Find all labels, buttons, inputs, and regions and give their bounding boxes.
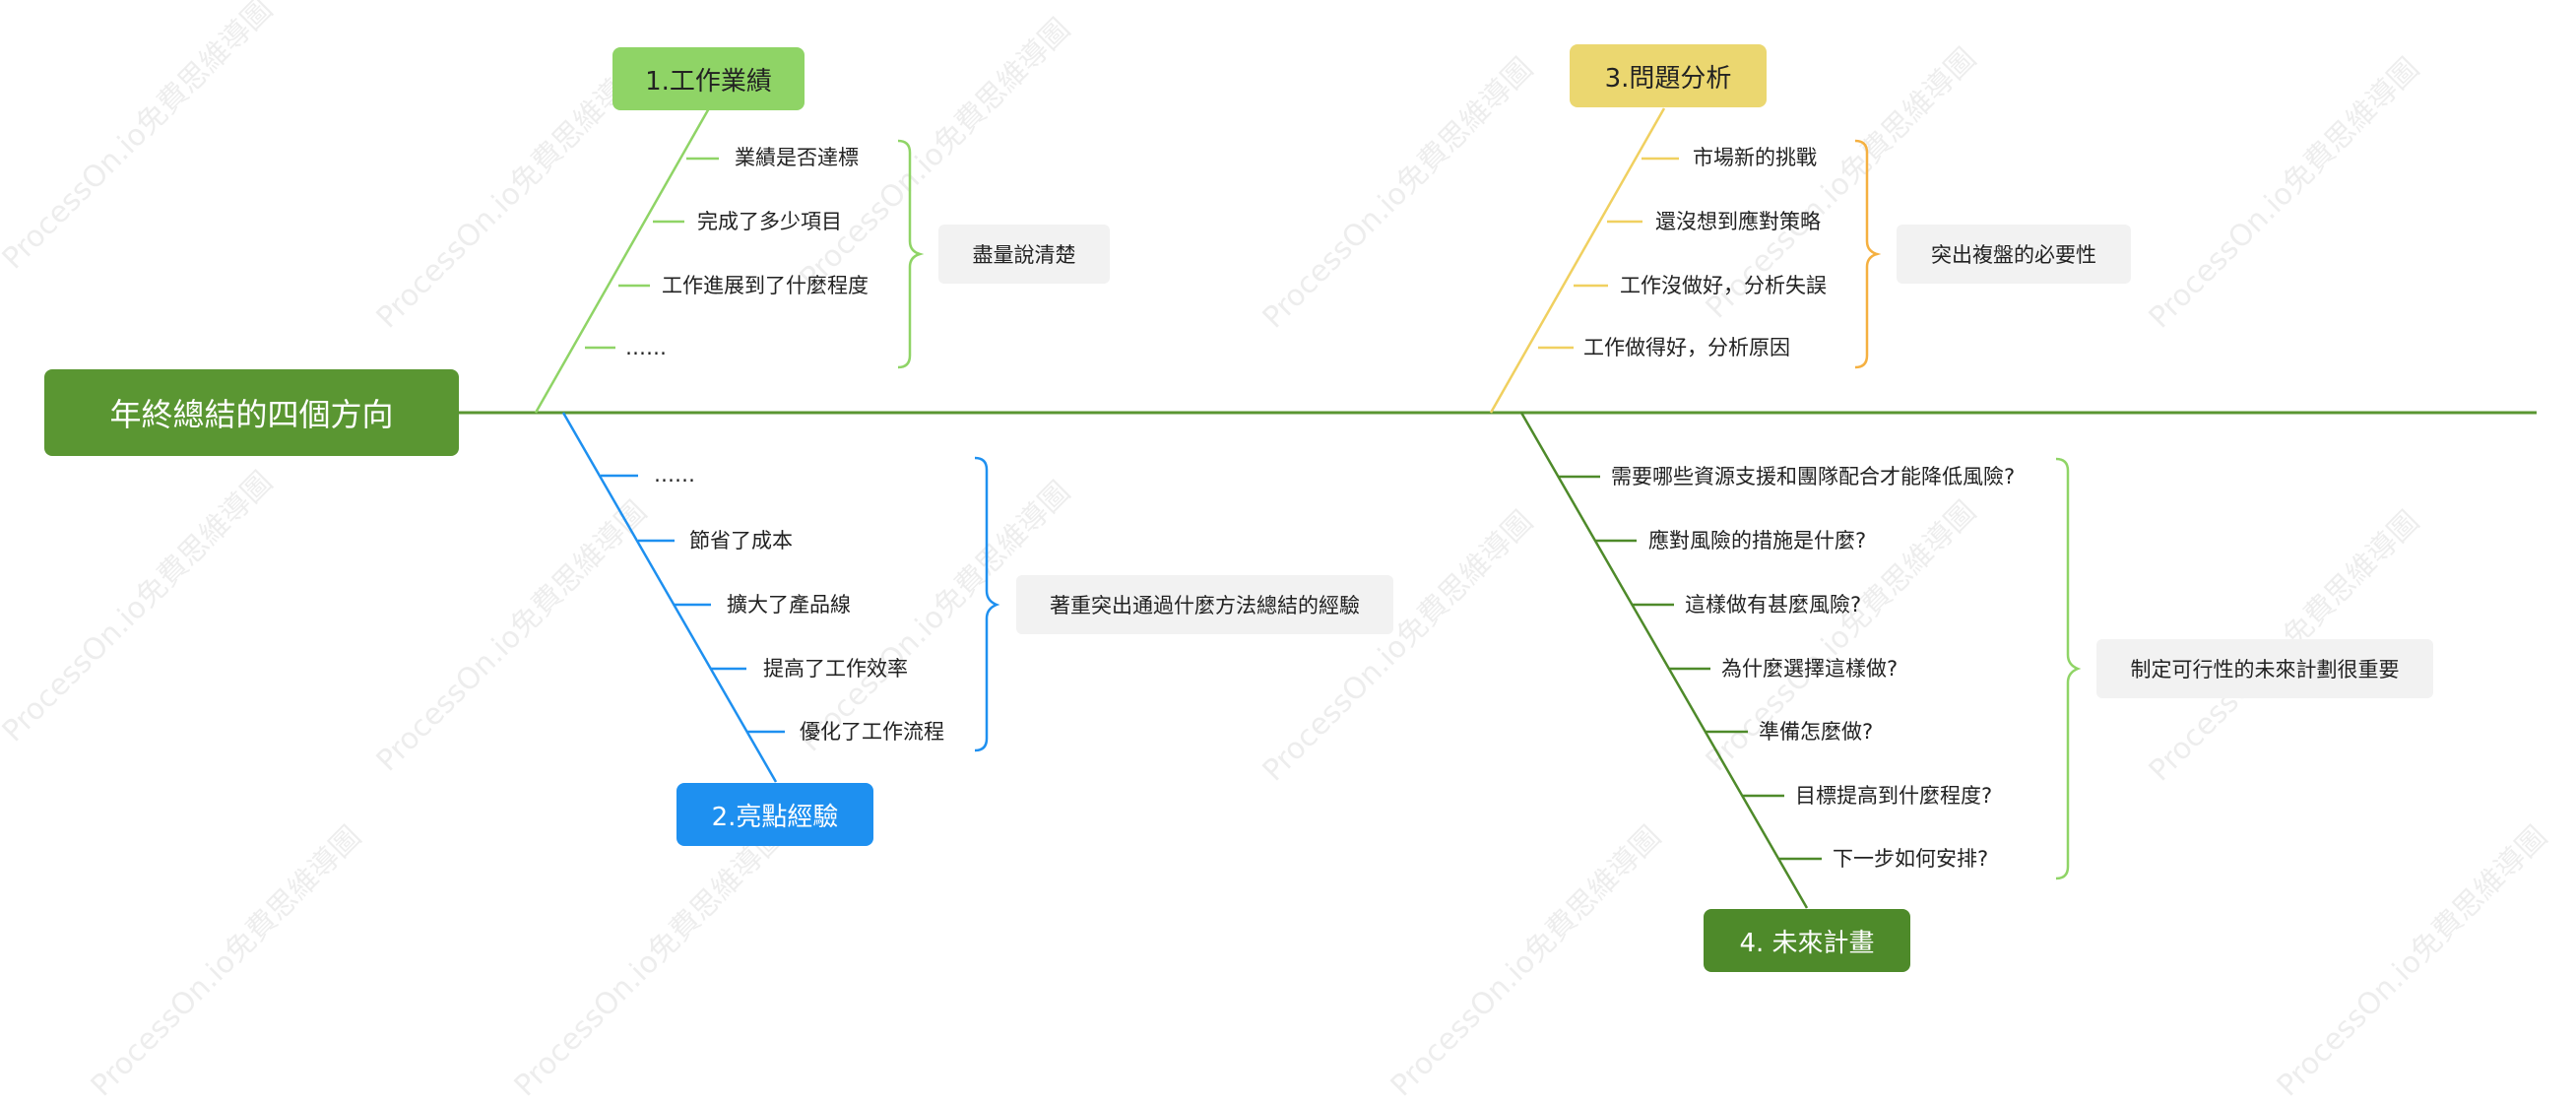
branch-2-item[interactable]: …… — [654, 463, 695, 487]
branch-4-item[interactable]: 應對風險的措施是什麼? — [1648, 529, 1867, 552]
branch-3-item[interactable]: 還沒想到應對策略 — [1655, 210, 1821, 233]
branch-2-lines — [561, 412, 1000, 783]
branch-4-item[interactable]: 下一步如何安排? — [1833, 847, 1989, 871]
branch-3-brace — [1854, 139, 1882, 369]
branch-4-item[interactable]: 這樣做有甚麼風險? — [1685, 593, 1862, 617]
branch-4-lines — [1519, 412, 1822, 909]
branch-1-title[interactable]: 1.工作業績 — [612, 47, 805, 110]
branch-2-item[interactable]: 擴大了產品線 — [727, 593, 851, 617]
branch-3-item[interactable]: 工作沒做好，分析失誤 — [1620, 274, 1827, 297]
branch-4-item[interactable]: 準備怎麼做? — [1759, 720, 1874, 744]
branch-2-item[interactable]: 節省了成本 — [689, 529, 793, 552]
branch-2-summary[interactable]: 著重突出通過什麼方法總結的經驗 — [1016, 575, 1393, 634]
branch-3-item[interactable]: 市場新的挑戰 — [1693, 146, 1817, 169]
branch-1-item[interactable]: 業績是否達標 — [735, 146, 859, 169]
branch-4-brace — [2055, 457, 2082, 880]
branch-4-item[interactable]: 目標提高到什麼程度? — [1795, 784, 1993, 808]
branch-1-summary[interactable]: 盡量說清楚 — [938, 225, 1110, 284]
branch-2-title[interactable]: 2.亮點經驗 — [676, 783, 873, 846]
branch-4-title[interactable]: 4. 未來計畫 — [1704, 909, 1910, 972]
branch-3-title[interactable]: 3.問題分析 — [1570, 44, 1767, 107]
branch-3-lines — [1489, 107, 1679, 414]
branch-2-item[interactable]: 提高了工作效率 — [763, 657, 908, 681]
branch-4-item[interactable]: 為什麼選擇這樣做? — [1721, 657, 1899, 681]
branch-3-item[interactable]: 工作做得好，分析原因 — [1583, 336, 1790, 359]
branch-1-item[interactable]: 完成了多少項目 — [697, 210, 842, 233]
branch-3-summary[interactable]: 突出複盤的必要性 — [1897, 225, 2131, 284]
root-topic[interactable]: 年終總結的四個方向 — [44, 369, 459, 456]
connector-lines — [459, 107, 2537, 909]
branch-2-item[interactable]: 優化了工作流程 — [800, 720, 944, 744]
branch-1-item[interactable]: 工作進展到了什麼程度 — [662, 274, 869, 297]
branch-1-item[interactable]: …… — [625, 336, 667, 359]
branch-4-item[interactable]: 需要哪些資源支援和團隊配合才能降低風險? — [1611, 465, 2016, 488]
branch-1-lines — [534, 107, 925, 414]
branch-4-summary[interactable]: 制定可行性的未來計劃很重要 — [2096, 639, 2433, 698]
